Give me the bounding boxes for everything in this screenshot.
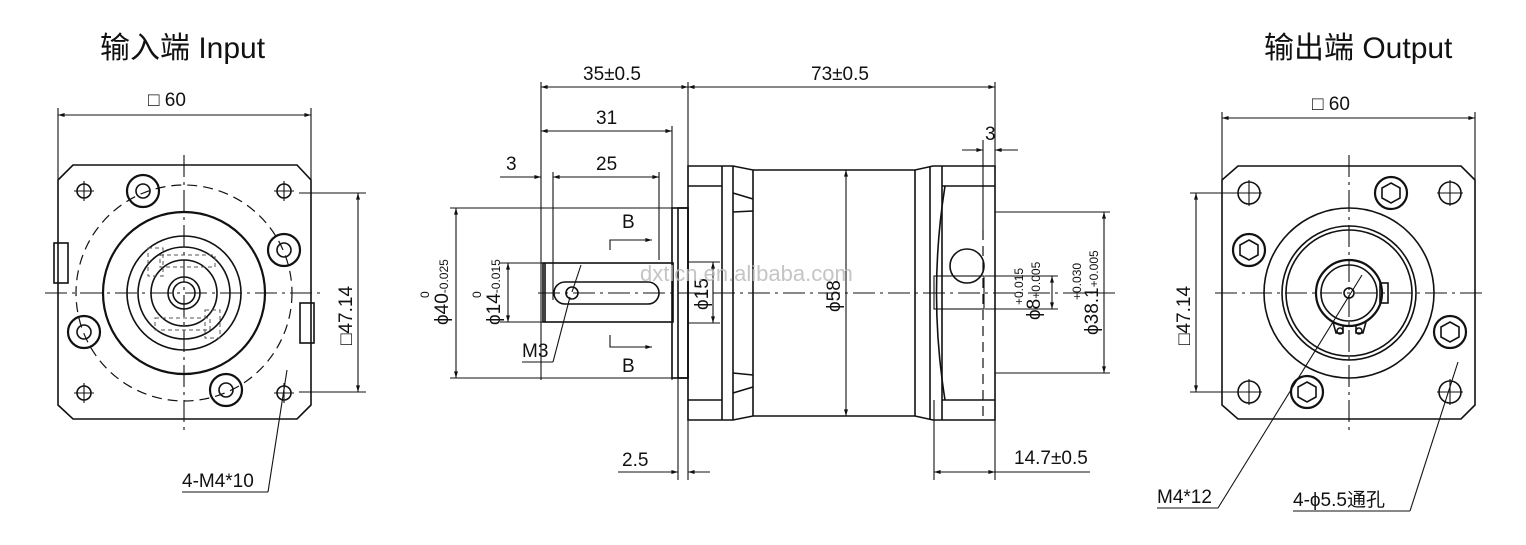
- output-view: 输出端 Output □ 60 □47.1: [1157, 32, 1485, 512]
- dim-pilot-diameter: ϕ40-0.025: [432, 259, 453, 325]
- svg-text:0: 0: [418, 291, 432, 298]
- svg-text:+0.015: +0.015: [1012, 268, 1026, 305]
- output-bolt-square-label: □47.14: [1174, 286, 1195, 345]
- section-label-bottom: B: [622, 356, 635, 377]
- input-corner-holes: [74, 181, 294, 403]
- svg-text:0: 0: [470, 291, 484, 298]
- output-socket-screws: [1231, 175, 1468, 410]
- input-width-label: □ 60: [148, 90, 186, 111]
- input-flange-outline: [57, 164, 312, 420]
- dim-31: 31: [596, 108, 617, 129]
- thread-label: M3: [522, 341, 548, 362]
- dim-flange-thickness: 2.5: [622, 450, 648, 471]
- dim-3-left: 3: [506, 154, 517, 175]
- section-label-top: B: [622, 212, 635, 233]
- side-view: 35±0.5 73±0.5 31 25 3: [418, 64, 1115, 480]
- dim-input-length: 14.7±0.5: [1014, 448, 1088, 469]
- input-bolt-square-label: □47.14: [336, 286, 357, 345]
- input-screw-heads: [66, 173, 302, 408]
- output-hole-callout: 4-ϕ5.5通孔: [1293, 489, 1385, 511]
- output-screw-callout: M4*12: [1157, 487, 1212, 508]
- output-view-title: 输出端 Output: [1264, 32, 1453, 65]
- input-view: 输入端 Input □ 60: [45, 32, 366, 493]
- output-width-label: □ 60: [1312, 94, 1350, 115]
- keyway: [553, 281, 660, 305]
- input-hole-callout: 4-M4*10: [182, 471, 254, 492]
- input-view-title: 输入端 Input: [100, 32, 266, 65]
- dim-25: 25: [596, 154, 617, 175]
- dim-bore-diameter: ϕ8+0.005: [1024, 261, 1045, 320]
- dim-collar-diameter: ϕ15: [692, 278, 713, 310]
- dim-shaft-diameter: ϕ14-0.015: [484, 259, 505, 325]
- dim-body-diameter: ϕ58: [824, 280, 845, 312]
- dim-input-pilot-diameter: ϕ38.1+0.005: [1082, 250, 1103, 335]
- svg-text:+0.030: +0.030: [1070, 263, 1084, 300]
- dim-body-length: 73±0.5: [811, 64, 869, 85]
- dim-3-right: 3: [985, 124, 996, 145]
- output-flange-outline: [1221, 165, 1476, 420]
- dim-shaft-length: 35±0.5: [583, 64, 641, 85]
- watermark: dxtlcn.en.alibaba.com: [640, 261, 853, 286]
